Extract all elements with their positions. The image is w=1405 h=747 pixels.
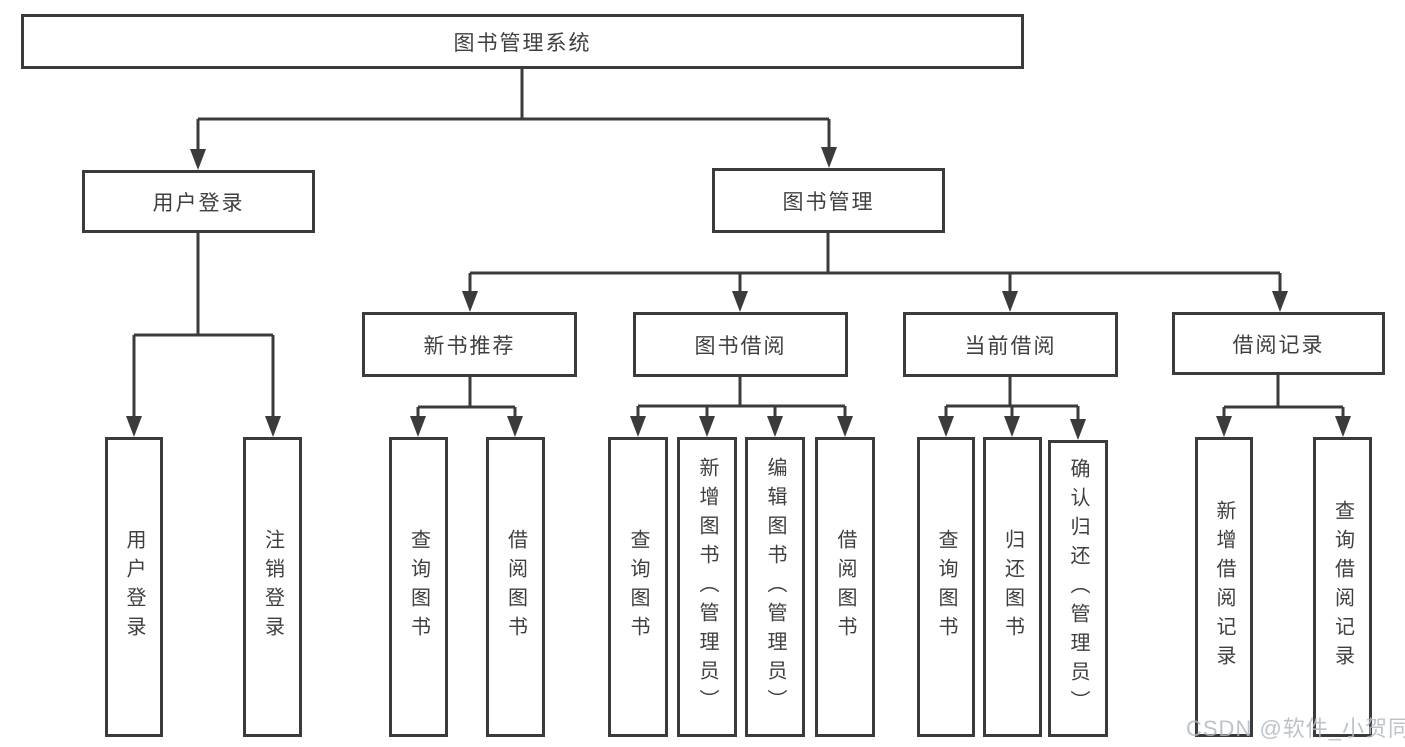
node-book-borrowing-label: 图书借阅 <box>694 334 787 358</box>
node-leaf-add-borrow-record-label: 新增借阅记录 <box>1213 500 1235 674</box>
node-user-login: 用户登录 <box>82 170 315 233</box>
edge-borrow-records-to-children <box>1216 375 1351 437</box>
node-leaf-borrow-books-1-label: 借阅图书 <box>504 529 527 645</box>
node-leaf-confirm-return-admin: 确认归还（管理员） <box>1048 440 1108 737</box>
edge-new-books-to-children <box>410 377 523 437</box>
node-leaf-user-login-label: 用户登录 <box>123 529 145 645</box>
node-leaf-add-borrow-record: 新增借阅记录 <box>1195 437 1253 737</box>
node-book-management-label: 图书管理 <box>782 190 875 214</box>
node-leaf-return-books: 归还图书 <box>983 437 1042 737</box>
node-leaf-logout-label: 注销登录 <box>261 529 284 645</box>
node-leaf-user-login: 用户登录 <box>105 437 163 737</box>
node-current-borrowing-label: 当前借阅 <box>964 334 1057 358</box>
node-root-label: 图书管理系统 <box>453 31 592 55</box>
node-leaf-return-books-label: 归还图书 <box>1001 529 1024 645</box>
node-leaf-query-borrow-record: 查询借阅记录 <box>1313 437 1372 737</box>
node-leaf-edit-books-admin-label: 编辑图书（管理员） <box>764 456 786 718</box>
node-leaf-borrow-books-1: 借阅图书 <box>486 437 545 737</box>
node-leaf-add-books-admin: 新增图书（管理员） <box>677 437 737 737</box>
node-user-login-label: 用户登录 <box>152 191 245 215</box>
csdn-watermark: CSDN @软件_小贺同学 <box>1186 716 1405 741</box>
node-leaf-query-books-2: 查询图书 <box>608 437 668 737</box>
node-book-management: 图书管理 <box>712 168 945 233</box>
node-leaf-query-borrow-record-label: 查询借阅记录 <box>1331 500 1354 674</box>
edge-user-login-to-children <box>126 233 281 437</box>
edge-current-borrow-to-children <box>938 377 1086 440</box>
node-leaf-query-books-3: 查询图书 <box>917 437 975 737</box>
node-leaf-edit-books-admin: 编辑图书（管理员） <box>745 437 805 737</box>
node-new-book-recommend: 新书推荐 <box>362 312 577 377</box>
node-leaf-query-books-1: 查询图书 <box>389 437 448 737</box>
node-leaf-borrow-books-2: 借阅图书 <box>815 437 875 737</box>
node-current-borrowing: 当前借阅 <box>903 312 1118 377</box>
node-borrowing-records: 借阅记录 <box>1172 312 1385 375</box>
edge-root-to-level2 <box>190 69 837 170</box>
node-leaf-borrow-books-2-label: 借阅图书 <box>834 529 856 645</box>
node-leaf-confirm-return-admin-label: 确认归还（管理员） <box>1067 458 1089 719</box>
node-leaf-query-books-3-label: 查询图书 <box>935 529 957 645</box>
edge-book-mgmt-to-level3 <box>462 233 1288 312</box>
node-new-book-recommend-label: 新书推荐 <box>423 334 516 358</box>
node-root: 图书管理系统 <box>21 14 1024 69</box>
node-leaf-add-books-admin-label: 新增图书（管理员） <box>696 456 718 718</box>
node-leaf-query-books-2-label: 查询图书 <box>627 529 649 645</box>
node-leaf-query-books-1-label: 查询图书 <box>407 529 430 645</box>
edge-book-borrow-to-children <box>630 377 853 437</box>
node-book-borrowing: 图书借阅 <box>633 312 848 377</box>
node-borrowing-records-label: 借阅记录 <box>1232 333 1325 357</box>
node-leaf-logout: 注销登录 <box>243 437 302 737</box>
